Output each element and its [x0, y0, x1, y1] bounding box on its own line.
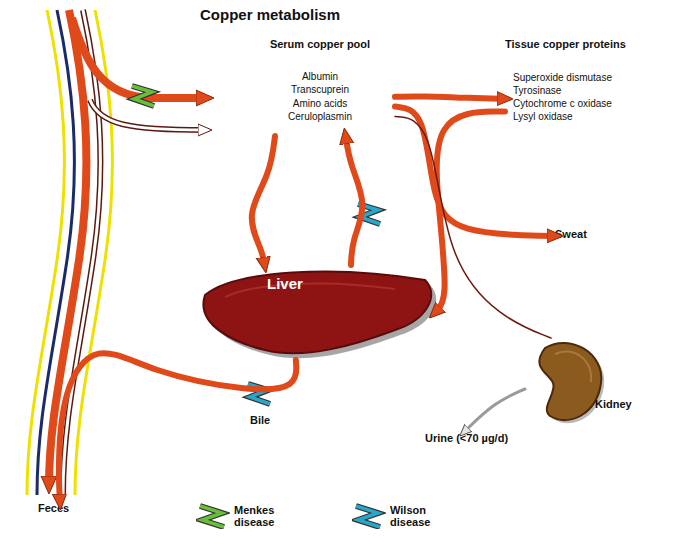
disease-symbol — [196, 503, 230, 529]
wilson-symbol — [248, 384, 270, 404]
node-item: Cytochrome c oxidase — [505, 97, 655, 110]
node-heading: Urine (<70 µg/d) — [425, 432, 555, 444]
menkes-symbol — [132, 86, 154, 106]
edge-label: Bile — [250, 414, 270, 426]
flow-arrow — [435, 112, 505, 313]
liver-outline — [225, 283, 395, 297]
node-heading: Feces — [38, 502, 82, 514]
node-item: Superoxide dismutase — [505, 71, 655, 84]
symbol-outline — [356, 506, 380, 527]
legend-item: Menkes disease — [196, 503, 282, 529]
node-item: Lysyl oxidase — [505, 110, 655, 123]
flow-arrow — [59, 353, 296, 502]
flow-arrow — [346, 136, 363, 265]
kidney-outline — [555, 352, 591, 382]
legend-text: Menkes disease — [234, 504, 282, 528]
flow-arrow — [395, 107, 555, 236]
liver-outline — [203, 272, 431, 354]
legend-item: Wilson disease — [352, 503, 438, 529]
node-item: Albumin — [245, 70, 395, 84]
flow-arrow — [464, 389, 525, 432]
text-node: Tissue copper proteinsSuperoxide dismuta… — [505, 38, 655, 136]
intestine-tube — [27, 10, 112, 495]
disease-symbol — [352, 503, 386, 529]
flow-arrow — [395, 96, 505, 98]
kidney-organ: Kidney — [525, 338, 655, 423]
symbol-stroke — [200, 506, 224, 527]
diagram-title: Copper metabolism — [170, 6, 370, 23]
node-heading: Liver — [267, 275, 303, 292]
text-node: Urine (<70 µg/d) — [425, 432, 555, 448]
symbol-stroke — [356, 506, 380, 527]
text-node: Feces — [38, 502, 82, 518]
node-item: Ceruloplasmin — [245, 110, 395, 124]
node-heading: Serum copper pool — [245, 38, 395, 52]
node-heading: Kidney — [595, 398, 632, 410]
kidney-shape — [525, 338, 605, 423]
node-item: Amino acids — [245, 97, 395, 111]
symbol-outline — [200, 506, 224, 527]
text-node: Sweat — [555, 228, 599, 244]
node-item: Tyrosinase — [505, 84, 655, 97]
node-item: Transcuprein — [245, 83, 395, 97]
flow-arrow — [252, 136, 275, 265]
kidney-outline — [539, 343, 601, 420]
wilson-symbol — [358, 204, 380, 224]
node-heading: Sweat — [555, 228, 599, 240]
liver-shape — [195, 265, 435, 360]
liver-organ: Liver — [195, 265, 435, 360]
legend-text: Wilson disease — [390, 504, 438, 528]
node-heading: Tissue copper proteins — [505, 38, 655, 51]
text-node: Serum copper poolAlbuminTranscupreinAmin… — [245, 38, 395, 136]
